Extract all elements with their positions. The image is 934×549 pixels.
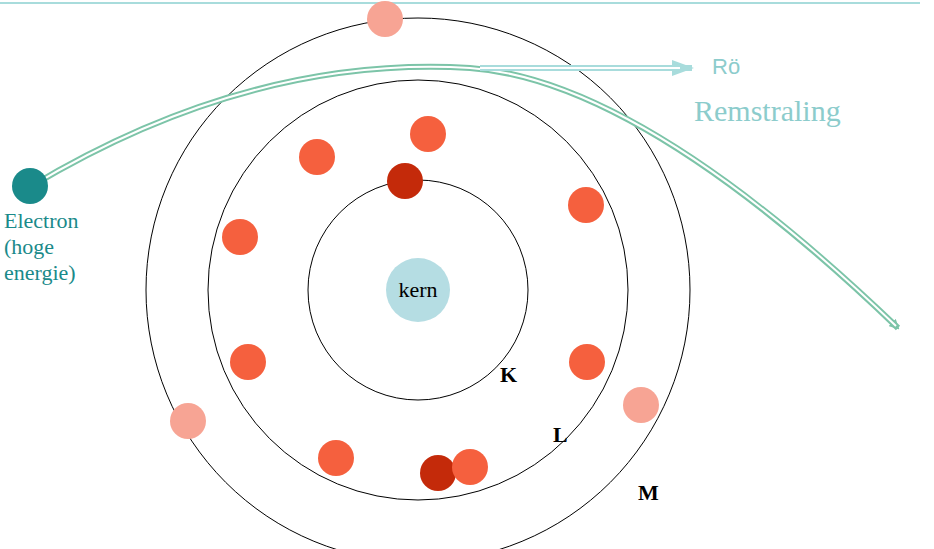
nucleus-circle: kern: [386, 258, 450, 322]
top-rule: [0, 2, 920, 4]
electron-label: Electron (hoge energie): [4, 208, 129, 286]
shell-k: [308, 180, 528, 400]
shell-label: M: [638, 480, 659, 506]
electron-path: [30, 67, 898, 328]
incoming-electron: Electron (hoge energie): [4, 168, 134, 286]
electron-dot: [12, 168, 48, 204]
l-electrons: [222, 116, 605, 485]
nucleus-label: kern: [398, 277, 437, 303]
radiation-arrow: [480, 68, 692, 69]
radiation-label: Remstraling: [694, 94, 841, 128]
shell-l: [208, 80, 628, 500]
radiation-symbol: Rö: [712, 54, 740, 80]
k-electrons: [387, 163, 456, 491]
shell-label: L: [553, 422, 568, 448]
shell-label: K: [500, 362, 517, 388]
